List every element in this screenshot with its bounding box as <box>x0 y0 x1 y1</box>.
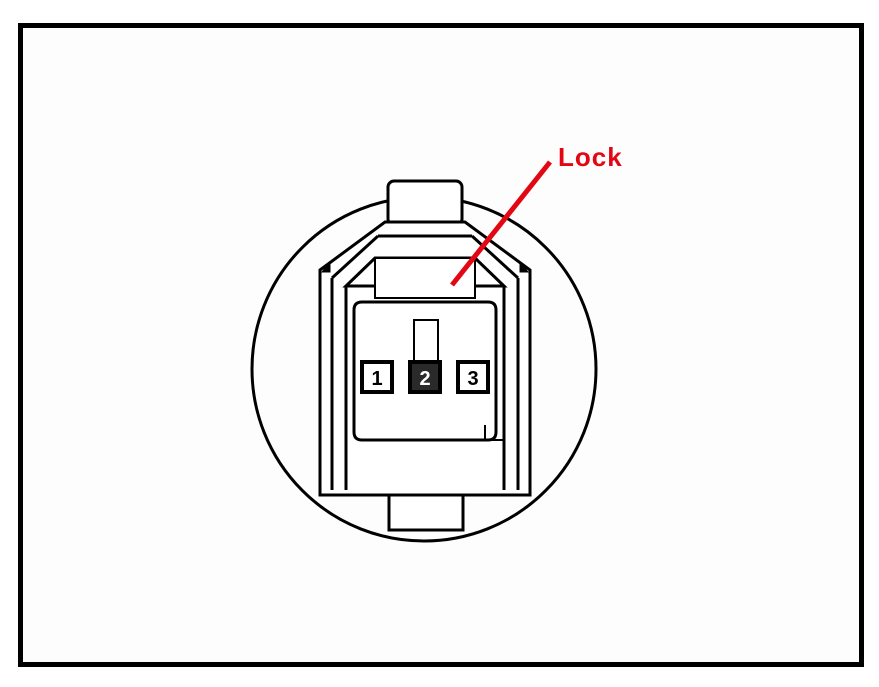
left-slant <box>330 234 380 280</box>
lock-latch <box>374 257 476 299</box>
pin-1-box <box>360 360 394 394</box>
pin-2-label: 2 <box>419 368 430 390</box>
bottom-tab <box>387 490 465 532</box>
pin-3-box <box>456 360 490 394</box>
connector-body <box>250 179 598 543</box>
lock-callout-line <box>450 160 552 287</box>
pin-1: 1 <box>360 360 394 394</box>
pin-2-box <box>408 360 442 394</box>
center-key <box>413 319 439 365</box>
pin-3: 3 <box>456 360 490 394</box>
pin-2: 2 <box>408 360 442 394</box>
lock-callout-label: Lock <box>558 142 623 172</box>
lock-callout: Lock <box>450 142 623 287</box>
right-slant <box>470 234 520 280</box>
corner-notch <box>484 425 505 441</box>
pin-1-label: 1 <box>371 368 382 390</box>
left-triangle <box>320 260 331 273</box>
pin-3-label: 3 <box>467 368 478 390</box>
right-triangle <box>519 260 530 273</box>
top-tab <box>386 179 464 227</box>
